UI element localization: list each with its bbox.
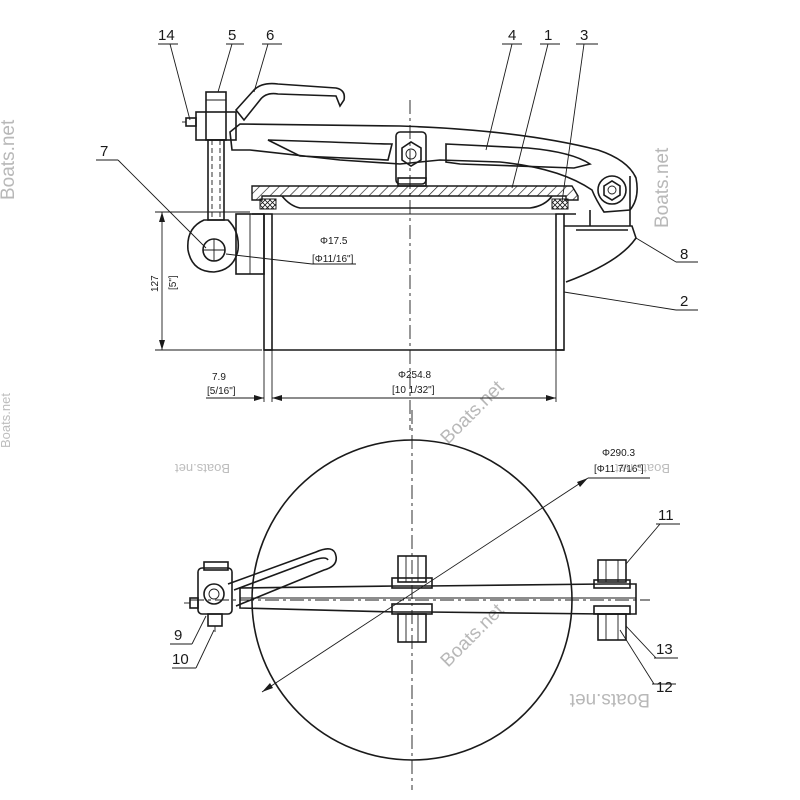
callout-4: 4 xyxy=(508,27,516,44)
height-in-label: [5"] xyxy=(168,275,179,290)
watermark-mirrored-right: Boats.net xyxy=(615,461,670,476)
pin-dia-mm-label: Φ17.5 xyxy=(320,236,348,247)
plan-crossbar xyxy=(239,583,637,615)
wall-mm-label: 7.9 xyxy=(212,372,226,383)
watermark-mirrored-bottom-right: Boats.net xyxy=(569,689,650,710)
plan-hinge-bolt xyxy=(593,559,631,641)
callout-9: 9 xyxy=(174,627,182,644)
callout-6: 6 xyxy=(266,27,274,44)
bore-dia-in-label: [10 1/32"] xyxy=(392,385,435,396)
callout-5: 5 xyxy=(228,27,236,44)
dimension-pin: Φ17.5 [Φ11/16"] xyxy=(225,236,356,265)
callout-12: 12 xyxy=(656,679,673,696)
callout-7: 7 xyxy=(100,143,108,160)
callouts-side-view: 14 5 6 7 4 1 3 8 2 xyxy=(96,27,698,311)
pin-dia-in-label: [Φ11/16"] xyxy=(312,254,354,265)
watermark-left-mid: Boats.net xyxy=(0,393,13,448)
dimension-bore: Φ254.8 [10 1/32"] xyxy=(272,350,557,402)
watermark-mirrored-left: Boats.net xyxy=(175,461,230,476)
height-mm-label: 127 xyxy=(150,275,161,292)
dimension-height: 127 [5"] xyxy=(150,211,262,351)
callout-10: 10 xyxy=(172,651,189,668)
watermark-center-top: Boats.net xyxy=(437,376,509,448)
plan-eye-bolt xyxy=(184,561,233,632)
callout-1: 1 xyxy=(544,27,552,44)
handle xyxy=(234,82,346,122)
callout-11: 11 xyxy=(658,507,674,524)
dimension-outer-diameter: Φ290.3 [Φ11 7/16"] xyxy=(261,448,650,693)
outer-dia-in-label: [Φ11 7/16"] xyxy=(594,464,644,475)
plan-center-bolt xyxy=(391,555,433,643)
callout-13: 13 xyxy=(656,641,673,658)
watermark-center-bottom: Boats.net xyxy=(437,599,509,671)
watermark-right: Boats.net xyxy=(652,147,673,228)
side-section-view: 127 [5"] 7.9 [5/16"] Φ254.8 [10 1/32"] Φ… xyxy=(96,27,698,430)
watermark-left-top: Boats.net xyxy=(0,119,19,200)
eye-bolt xyxy=(182,91,240,273)
top-plan-view: Φ290.3 [Φ11 7/16"] xyxy=(170,410,680,790)
callout-3: 3 xyxy=(580,27,588,44)
cover-plate xyxy=(251,185,579,210)
outer-dia-mm-label: Φ290.3 xyxy=(602,448,635,459)
hinge-bracket xyxy=(564,176,637,283)
bore-dia-mm-label: Φ254.8 xyxy=(398,370,431,381)
callouts-plan-view: 11 13 12 9 10 xyxy=(170,507,680,696)
callout-2: 2 xyxy=(680,293,688,310)
dimension-wall: 7.9 [5/16"] xyxy=(206,350,273,402)
cylinder-body xyxy=(252,213,576,351)
plan-handle xyxy=(227,548,338,607)
callout-14: 14 xyxy=(158,27,175,44)
callout-8: 8 xyxy=(680,246,688,263)
wall-in-label: [5/16"] xyxy=(207,386,236,397)
lever-arm xyxy=(229,123,638,213)
